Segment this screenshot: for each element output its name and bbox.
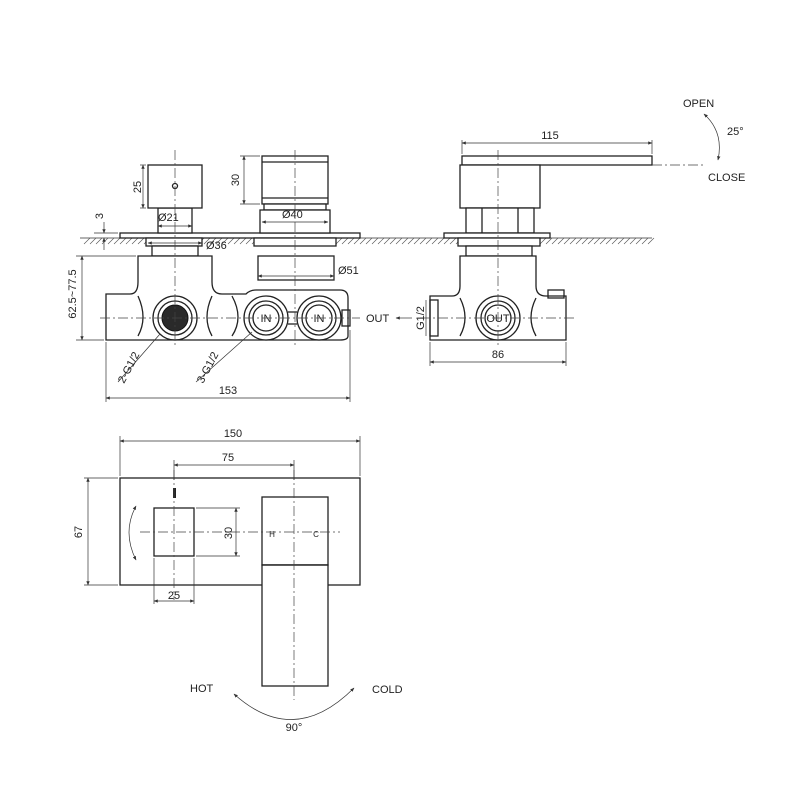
label-3-g12: 3-G1/2 bbox=[195, 350, 221, 385]
hot-label: HOT bbox=[190, 683, 214, 695]
front-lever-blade bbox=[261, 564, 329, 687]
hot-cold-arc bbox=[233, 687, 355, 720]
dim-center-distance: 75 bbox=[222, 452, 234, 464]
cover-plate-end bbox=[443, 232, 551, 239]
close-label: CLOSE bbox=[708, 172, 745, 184]
knob-rotation-arc bbox=[128, 505, 137, 561]
dim-knob-height: 30 bbox=[230, 174, 242, 186]
lever-handle bbox=[461, 155, 653, 166]
open-label: OPEN bbox=[683, 98, 714, 110]
dim-depth-range: 62.5~77.5 bbox=[67, 269, 79, 318]
dim-knob-width: 25 bbox=[168, 590, 180, 602]
front-view: H C 150 75 67 30 25 HOT bbox=[73, 428, 403, 734]
left-flange bbox=[145, 237, 203, 247]
handle-neck bbox=[465, 207, 535, 234]
dim-cap-height: 3 bbox=[94, 213, 106, 219]
end-flange-lower bbox=[465, 245, 533, 257]
open-angle-label: 25° bbox=[727, 126, 744, 138]
side-view: IN IN OUT 25 Ø21 Ø36 3 bbox=[67, 150, 412, 402]
front-lever-top bbox=[261, 496, 329, 566]
cold-label: COLD bbox=[372, 684, 403, 696]
end-view: OUT 115 86 G1/2 OPEN 25° CLOSE bbox=[415, 98, 745, 366]
dim-knob-dia: Ø40 bbox=[282, 209, 303, 221]
out-arrow-label: OUT bbox=[366, 313, 390, 325]
right-cartridge bbox=[257, 255, 335, 281]
open-close-arc bbox=[703, 113, 721, 161]
dim-plate-width: 150 bbox=[224, 428, 242, 440]
dim-spindle-height: 25 bbox=[132, 181, 144, 193]
end-thread-label: G1/2 bbox=[415, 306, 427, 330]
cold-mark: C bbox=[313, 530, 319, 539]
dim-knob-height-front: 30 bbox=[223, 527, 235, 539]
in-right-label: IN bbox=[314, 313, 325, 325]
dim-spindle-dia: Ø21 bbox=[158, 212, 179, 224]
handle-body bbox=[459, 164, 541, 209]
dim-body-dia: Ø51 bbox=[338, 265, 359, 277]
end-flange bbox=[457, 237, 541, 247]
dim-flange-dia: Ø36 bbox=[206, 240, 227, 252]
dim-end-width: 86 bbox=[492, 349, 504, 361]
rotation-angle-label: 90° bbox=[286, 722, 303, 734]
dim-total-length: 153 bbox=[219, 385, 237, 397]
label-2-g12: 2-G1/2 bbox=[116, 350, 142, 385]
knob-indicator-mark bbox=[173, 488, 176, 498]
dim-handle-length: 115 bbox=[541, 130, 559, 142]
dim-plate-height: 67 bbox=[73, 526, 85, 538]
hot-mark: H bbox=[269, 530, 275, 539]
in-left-label: IN bbox=[261, 313, 272, 325]
cover-plate-side bbox=[119, 232, 361, 239]
